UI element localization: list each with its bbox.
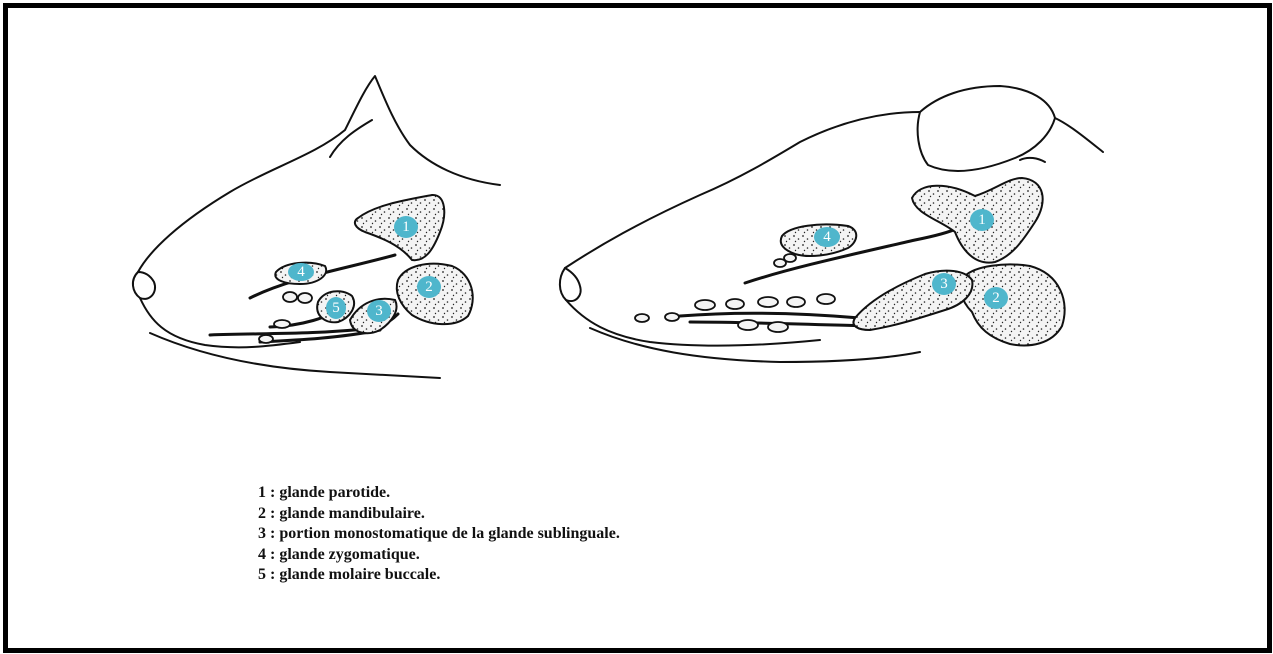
cat-head-outline: [138, 76, 500, 272]
legend-separator: :: [266, 525, 279, 542]
svg-text:3: 3: [375, 303, 383, 319]
svg-text:5: 5: [332, 300, 340, 316]
legend-item: 5 : glande molaire buccale.: [258, 565, 620, 586]
cat-ear-inner: [330, 120, 372, 157]
svg-text:2: 2: [992, 290, 1000, 306]
cat-label-badge-1: 1: [394, 216, 418, 238]
dog-label-badge-4: 4: [814, 227, 840, 247]
svg-text:3: 3: [940, 276, 948, 292]
legend-number: 5: [258, 566, 266, 583]
legend-text: portion monostomatique de la glande subl…: [279, 525, 620, 542]
legend-number: 3: [258, 525, 266, 542]
cat-nose: [133, 272, 155, 299]
dog-head-outline: [565, 112, 920, 268]
legend-number: 1: [258, 484, 266, 501]
legend-number: 4: [258, 546, 266, 563]
legend-item: 4 : glande zygomatique.: [258, 545, 620, 566]
svg-text:1: 1: [402, 219, 410, 235]
dog-neck-top: [1055, 118, 1103, 152]
legend-text: glande molaire buccale.: [279, 566, 440, 583]
legend-separator: :: [266, 546, 279, 563]
legend: 1 : glande parotide. 2 : glande mandibul…: [258, 483, 620, 586]
dog-label-badge-2: 2: [984, 287, 1008, 309]
dog-nose: [560, 268, 581, 301]
dog-label-badge-1: 1: [970, 209, 994, 231]
dog-ear-fold: [1020, 158, 1045, 162]
legend-item: 2 : glande mandibulaire.: [258, 504, 620, 525]
legend-item: 1 : glande parotide.: [258, 483, 620, 504]
svg-text:4: 4: [823, 229, 831, 245]
cat-label-badge-4: 4: [288, 263, 314, 281]
svg-text:1: 1: [978, 212, 986, 228]
svg-text:2: 2: [425, 279, 433, 295]
svg-text:4: 4: [297, 264, 305, 280]
legend-text: glande zygomatique.: [279, 546, 419, 563]
legend-separator: :: [266, 566, 279, 583]
cat-small-lobules: [259, 292, 312, 343]
legend-number: 2: [258, 505, 266, 522]
cat-label-badge-2: 2: [417, 276, 441, 298]
dog-label-badge-3: 3: [932, 273, 956, 295]
legend-separator: :: [266, 484, 279, 501]
cat-label-badge-5: 5: [326, 297, 346, 319]
legend-text: glande mandibulaire.: [279, 505, 425, 522]
legend-text: glande parotide.: [279, 484, 390, 501]
dog-mandibular-gland: [961, 264, 1065, 345]
legend-item: 3 : portion monostomatique de la glande …: [258, 524, 620, 545]
cat-label-badge-3: 3: [367, 300, 391, 322]
legend-separator: :: [266, 505, 279, 522]
